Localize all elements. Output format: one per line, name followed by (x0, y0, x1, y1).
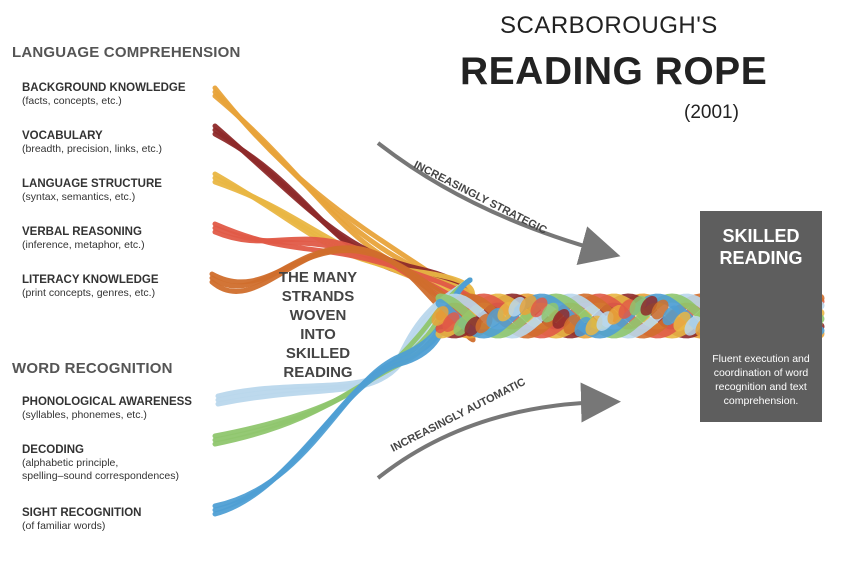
strand-decoding: DECODING (alphabetic principle, spelling… (22, 443, 222, 483)
strand-desc: (facts, concepts, etc.) (22, 95, 122, 107)
language-comprehension-heading: LANGUAGE COMPREHENSION (12, 44, 241, 61)
strand-desc: (syntax, semantics, etc.) (22, 191, 136, 203)
skilled-reading-title: SKILLED READING (719, 226, 803, 268)
strand-name: PHONOLOGICAL AWARENESS (22, 396, 192, 408)
strand-name: VOCABULARY (22, 130, 103, 142)
title-year: (2001) (684, 102, 739, 123)
skilled-reading-description: Fluent execution and coordination of wor… (712, 353, 810, 407)
strand-desc: (of familiar words) (22, 520, 106, 532)
strand-vocabulary: VOCABULARY (breadth, precision, links, e… (22, 129, 222, 156)
strand-name: DECODING (22, 444, 84, 456)
skilled-reading-box: SKILLED READING Fluent execution and coo… (700, 211, 822, 422)
title-line-1: SCARBOROUGH'S (500, 12, 718, 39)
strand-sight-recognition: SIGHT RECOGNITION (of familiar words) (22, 506, 222, 533)
center-label: THE MANY STRANDS WOVEN INTO SKILLED READ… (278, 269, 358, 381)
strand-phonological-awareness: PHONOLOGICAL AWARENESS (syllables, phone… (22, 395, 222, 422)
strand-desc: (inference, metaphor, etc.) (22, 239, 145, 251)
strand-desc: (breadth, precision, links, etc.) (22, 143, 163, 155)
strand-desc: (print concepts, genres, etc.) (22, 287, 156, 299)
strand-name: LANGUAGE STRUCTURE (22, 178, 162, 190)
strand-name: LITERACY KNOWLEDGE (22, 274, 159, 286)
strand-literacy-knowledge: LITERACY KNOWLEDGE (print concepts, genr… (22, 273, 222, 300)
strand-background-knowledge: BACKGROUND KNOWLEDGE (facts, concepts, e… (22, 81, 222, 108)
word-recognition-heading: WORD RECOGNITION (12, 360, 173, 377)
strand-language-structure: LANGUAGE STRUCTURE (syntax, semantics, e… (22, 177, 222, 204)
strand-name: BACKGROUND KNOWLEDGE (22, 82, 186, 94)
strategic-arrow-label: INCREASINGLY STRATEGIC (412, 159, 549, 237)
strategic-arrow (376, 141, 621, 265)
automatic-arrow (376, 382, 621, 480)
title-line-2: READING ROPE (460, 50, 768, 93)
strand-desc: (alphabetic principle, spelling–sound co… (22, 457, 180, 482)
strand-name: VERBAL REASONING (22, 226, 142, 238)
strand-verbal-reasoning: VERBAL REASONING (inference, metaphor, e… (22, 225, 222, 252)
strand-desc: (syllables, phonemes, etc.) (22, 409, 147, 421)
strand-name: SIGHT RECOGNITION (22, 507, 142, 519)
